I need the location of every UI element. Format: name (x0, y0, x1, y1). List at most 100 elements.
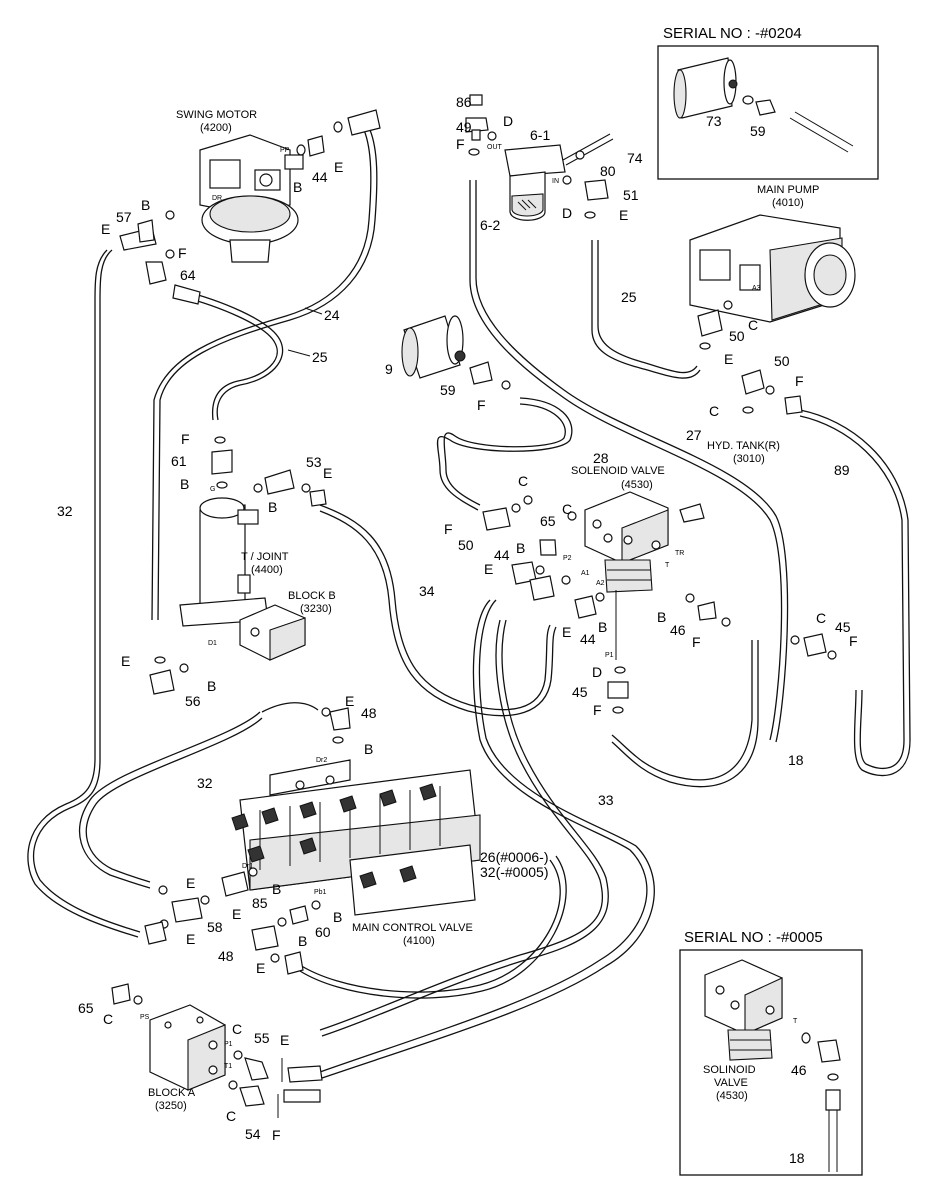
seal-b-12: B (298, 933, 307, 949)
seal-e-11: E (232, 906, 241, 922)
mcv-number: (4100) (403, 935, 435, 947)
serial-bottom-component-line1: SOLINOID (703, 1064, 756, 1076)
solenoid-valve-number: (4530) (621, 479, 653, 491)
serial-bottom-component-line2: VALVE (714, 1077, 748, 1089)
seal-e-7: E (484, 561, 493, 577)
block-a-label: BLOCK A (148, 1087, 196, 1099)
seal-e-10: E (186, 875, 195, 891)
filter-assembly: OUT IN (465, 94, 614, 221)
main-pump-label: MAIN PUMP (757, 184, 819, 196)
part-32a: 32 (57, 503, 73, 519)
port-dr1: Dr1 (242, 863, 253, 870)
part-6-2: 6-2 (480, 217, 500, 233)
seal-b-1: B (293, 179, 302, 195)
serial-bottom-port-t: T (793, 1018, 798, 1025)
seal-f-1: F (178, 245, 187, 261)
seal-c-2: C (709, 403, 719, 419)
main-pump: MAIN PUMP (4010) A3 (689, 184, 856, 350)
port-t1: T1 (224, 1063, 232, 1070)
serial-top-label-73: 73 (706, 113, 722, 129)
part-44b: 44 (494, 547, 510, 563)
seal-e-6: E (121, 653, 130, 669)
port-ps: PS (140, 1014, 150, 1021)
serial-box-top-header: SERIAL NO : -#0204 (663, 25, 802, 42)
seal-b-6: B (516, 540, 525, 556)
part-49: 49 (456, 119, 472, 135)
filter-cartridge-small (673, 57, 738, 119)
part-51: 51 (623, 187, 639, 203)
part-50a: 50 (729, 328, 745, 344)
port-pb1: Pb1 (314, 889, 327, 896)
part-59: 59 (440, 382, 456, 398)
seal-b-8: B (657, 609, 666, 625)
hyd-tank-label: HYD. TANK(R) (707, 440, 780, 452)
seal-b-7: B (598, 619, 607, 635)
seal-c-1: C (748, 317, 758, 333)
part-61: 61 (171, 453, 187, 469)
part-89: 89 (834, 462, 850, 478)
seal-f-10: F (272, 1127, 281, 1143)
seal-e-2: E (101, 221, 110, 237)
seal-b-11: B (333, 909, 342, 925)
part-50b: 50 (774, 353, 790, 369)
port-dr: DR (212, 195, 222, 202)
port-d1: D1 (208, 640, 217, 647)
t-joint-label: T / JOINT (241, 551, 289, 563)
part-86: 86 (456, 94, 472, 110)
swing-motor-fittings (119, 109, 381, 305)
serial-bottom-label-46: 46 (791, 1062, 807, 1078)
seal-f-3: F (795, 373, 804, 389)
part-55: 55 (254, 1030, 270, 1046)
port-t: T (665, 562, 670, 569)
part-9: 9 (385, 361, 393, 377)
port-p1b: P1 (224, 1041, 233, 1048)
seal-e-14: E (280, 1032, 289, 1048)
part-56: 56 (185, 693, 201, 709)
swing-motor-number: (4200) (200, 122, 232, 134)
block-b-number: (3230) (300, 603, 332, 615)
part-32c: 32(-#0005) (480, 864, 549, 880)
solenoid-valve-label: SOLENOID VALVE (571, 465, 665, 477)
seal-d-3: D (592, 664, 602, 680)
part-85: 85 (252, 895, 268, 911)
part-57: 57 (116, 209, 132, 225)
part-60: 60 (315, 924, 331, 940)
seal-d-2: D (562, 205, 572, 221)
part-26: 26(#0006-) (480, 849, 549, 865)
block-a: PS P1 T1 (111, 983, 323, 1118)
part-27: 27 (686, 427, 702, 443)
seal-e-13: E (256, 960, 265, 976)
hose-lines (27, 129, 911, 1079)
main-control-valve: Dr2 Dr1 Pb1 (231, 757, 481, 916)
seal-f-4: F (477, 397, 486, 413)
part-74: 74 (627, 150, 643, 166)
hyd-tank-number: (3010) (733, 453, 765, 465)
part-48b: 48 (218, 948, 234, 964)
part-33: 33 (598, 792, 614, 808)
part-65b: 65 (78, 1000, 94, 1016)
t-joint-number: (4400) (251, 564, 283, 576)
seal-f-7: F (692, 634, 701, 650)
part-25b: 25 (621, 289, 637, 305)
port-out: OUT (487, 144, 503, 151)
seal-f-5: F (181, 431, 190, 447)
seal-f-9: F (593, 702, 602, 718)
port-p2: P2 (563, 555, 572, 562)
seal-f-2: F (456, 136, 465, 152)
part-28: 28 (593, 450, 609, 466)
part-80: 80 (600, 163, 616, 179)
seal-c-6: C (103, 1011, 113, 1027)
port-pp: PP (280, 147, 290, 154)
seal-b-4: B (268, 499, 277, 515)
seal-b-9: B (364, 741, 373, 757)
part-65a: 65 (540, 513, 556, 529)
mcv-label: MAIN CONTROL VALVE (352, 922, 473, 934)
filter-cartridge (401, 315, 511, 390)
part-50c: 50 (458, 537, 474, 553)
main-pump-number: (4010) (772, 197, 804, 209)
mcv-fittings (144, 707, 351, 975)
solenoid-valve: P2 A1 A2 TR T P1 (563, 491, 705, 660)
seal-b-10: B (272, 881, 281, 897)
part-44c: 44 (580, 631, 596, 647)
part-53: 53 (306, 454, 322, 470)
